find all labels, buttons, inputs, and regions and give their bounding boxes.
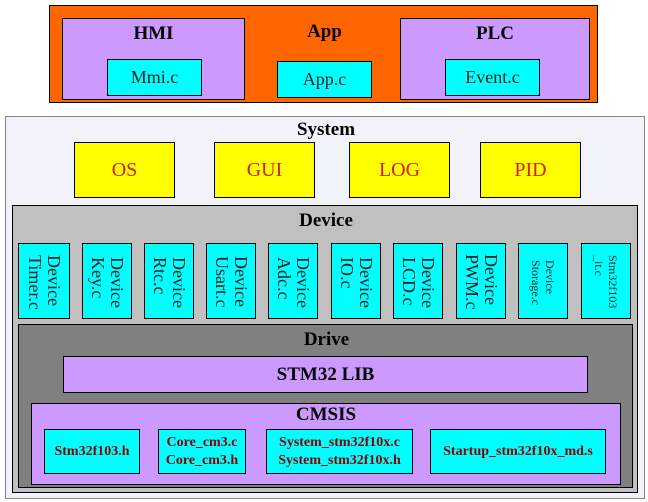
hmi-title: HMI bbox=[133, 23, 174, 44]
startup-stm32f10x-file: Startup_stm32f10x_md.s bbox=[430, 429, 606, 474]
cmsis-title: CMSIS bbox=[295, 404, 357, 425]
drive-layer: Drive STM32 LIB CMSIS Stm32f103.h Core_c… bbox=[18, 324, 633, 488]
event-file: Event.c bbox=[445, 59, 540, 96]
pid-module: PID bbox=[480, 142, 581, 198]
app-layer: App HMI Mmi.c App.c PLC Event.c bbox=[49, 5, 598, 103]
system-layer: System OS GUI LOG PID Device Device Time… bbox=[5, 116, 645, 499]
plc-block: PLC Event.c bbox=[400, 18, 590, 100]
app-title: App bbox=[307, 21, 342, 42]
device-pwm-file: Device PWM.c bbox=[456, 243, 506, 319]
gui-module: GUI bbox=[214, 142, 315, 198]
plc-title: PLC bbox=[476, 23, 514, 44]
device-io-file: Device IO.c bbox=[331, 243, 381, 319]
app-file: App.c bbox=[277, 61, 372, 98]
drive-title: Drive bbox=[303, 329, 350, 350]
device-rtc-file: Device Rtc.c bbox=[144, 243, 194, 319]
device-usart-file: Device Usart.c bbox=[206, 243, 256, 319]
device-adc-file: Device Adc.c bbox=[268, 243, 318, 319]
hmi-block: HMI Mmi.c bbox=[62, 18, 245, 100]
core-cm3-file: Core_cm3.c Core_cm3.h bbox=[158, 429, 246, 474]
os-module: OS bbox=[74, 142, 175, 198]
log-module: LOG bbox=[349, 142, 450, 198]
device-key-file: Device Key.c bbox=[82, 243, 132, 319]
stm32f103-it-file: Stm32f103 _it.c bbox=[581, 243, 631, 319]
device-storage-file: Device Storage.c bbox=[518, 243, 568, 319]
system-title: System bbox=[296, 119, 356, 140]
device-lcd-file: Device LCD.c bbox=[393, 243, 443, 319]
system-stm32f10x-file: System_stm32f10x.c System_stm32f10x.h bbox=[266, 429, 413, 474]
mmi-file: Mmi.c bbox=[107, 59, 202, 96]
device-layer: Device Device Timer.c Device Key.c Devic… bbox=[12, 205, 638, 493]
device-timer-file: Device Timer.c bbox=[18, 243, 70, 319]
stm32-lib: STM32 LIB bbox=[63, 356, 588, 393]
stm32f103-h-file: Stm32f103.h bbox=[44, 429, 140, 474]
device-title: Device bbox=[299, 210, 353, 231]
cmsis-block: CMSIS Stm32f103.h Core_cm3.c Core_cm3.h … bbox=[31, 403, 621, 485]
